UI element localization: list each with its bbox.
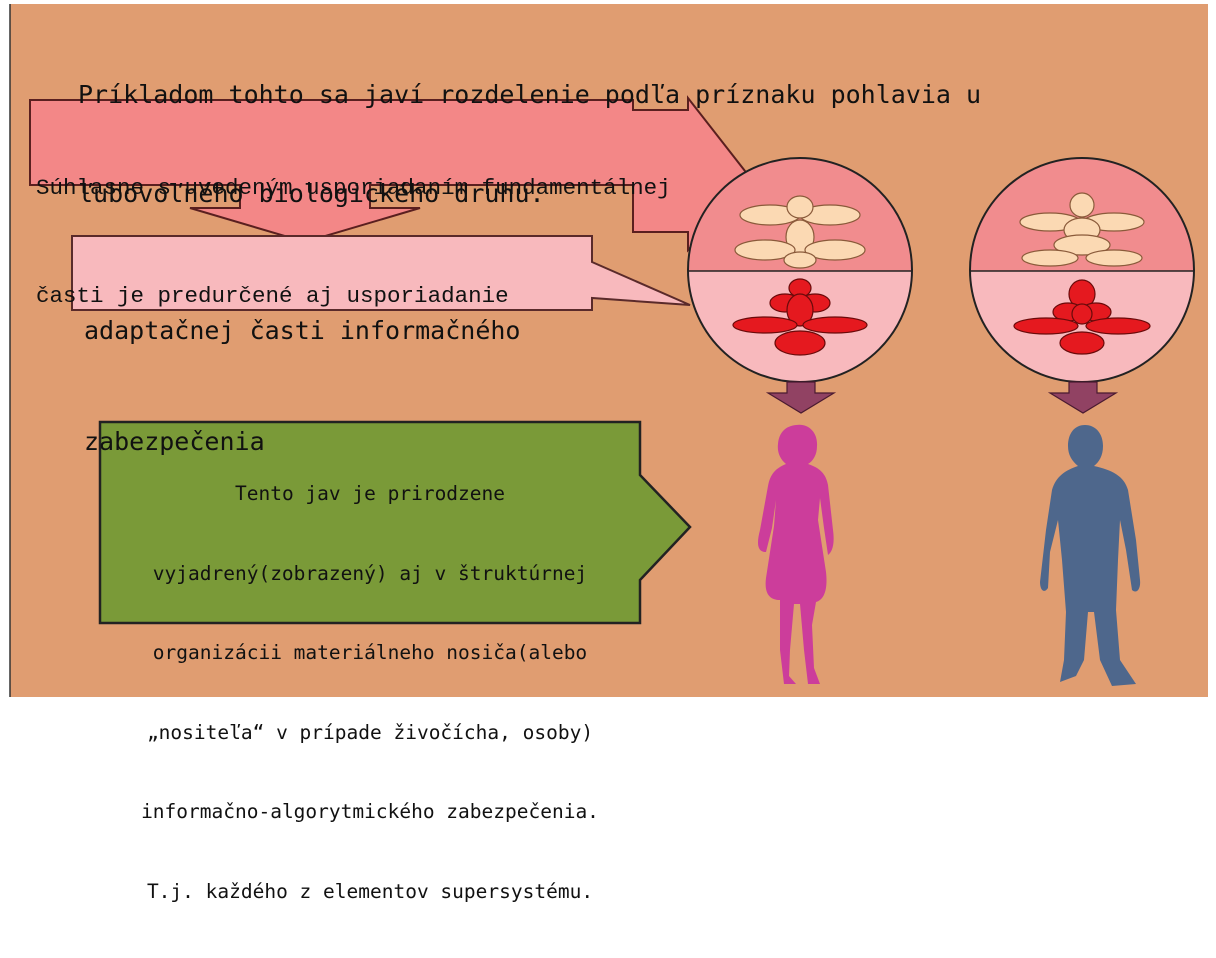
female-silhouette-icon <box>758 424 834 684</box>
title-line-1: Príkladom tohto sa javí rozdelenie podľa… <box>78 80 982 109</box>
male-cream-pattern <box>1019 192 1145 267</box>
top-callout-shape <box>29 95 754 253</box>
green-callout-line-3: organizácii materiálneho nosiča(alebo <box>152 641 588 664</box>
green-callout-line-6: T.j. každého z elementov supersystému. <box>146 879 594 903</box>
top-callout-line-1: Súhlasne s uvedeným usporiadaním fundame… <box>36 175 671 201</box>
down-arrow-right <box>1047 381 1119 414</box>
green-callout-text: Tento jav je prirodzene vyjadrený(zobraz… <box>100 428 640 958</box>
down-arrow-left <box>765 381 837 414</box>
green-callout-line-2: vyjadrený(zobrazený) aj v štruktúrnej <box>152 561 588 585</box>
green-callout-shape <box>98 420 692 625</box>
green-callout-line-5: informačno-algorytmického zabezpečenia. <box>141 800 599 823</box>
top-callout-text: Súhlasne s uvedeným usporiadaním fundame… <box>36 98 671 386</box>
mid-callout-line-2: zabezpečenia <box>84 427 265 456</box>
page-title: Príkladom tohto sa javí rozdelenie podľa… <box>78 12 981 276</box>
female-red-pattern <box>732 278 868 356</box>
green-callout-line-4: „nositeľa“ v prípade živočícha, osoby) <box>146 720 594 744</box>
slide: Príkladom tohto sa javí rozdelenie podľa… <box>9 4 1208 903</box>
male-silhouette-icon <box>1040 425 1141 686</box>
male-red-pattern <box>1013 279 1151 355</box>
title-line-2: ľubovoľného biologického druhu. <box>78 179 545 208</box>
mid-callout-shape <box>71 235 691 311</box>
green-callout-line-1: Tento jav je prirodzene <box>234 482 506 505</box>
slide-graphics <box>9 4 1208 697</box>
female-cream-pattern <box>734 195 866 269</box>
top-callout-line-2: časti je predurčené aj usporiadanie <box>36 283 509 309</box>
mid-callout-line-1: adaptačnej časti informačného <box>84 316 521 345</box>
mid-callout-text: adaptačnej časti informačného zabezpečen… <box>84 238 521 534</box>
